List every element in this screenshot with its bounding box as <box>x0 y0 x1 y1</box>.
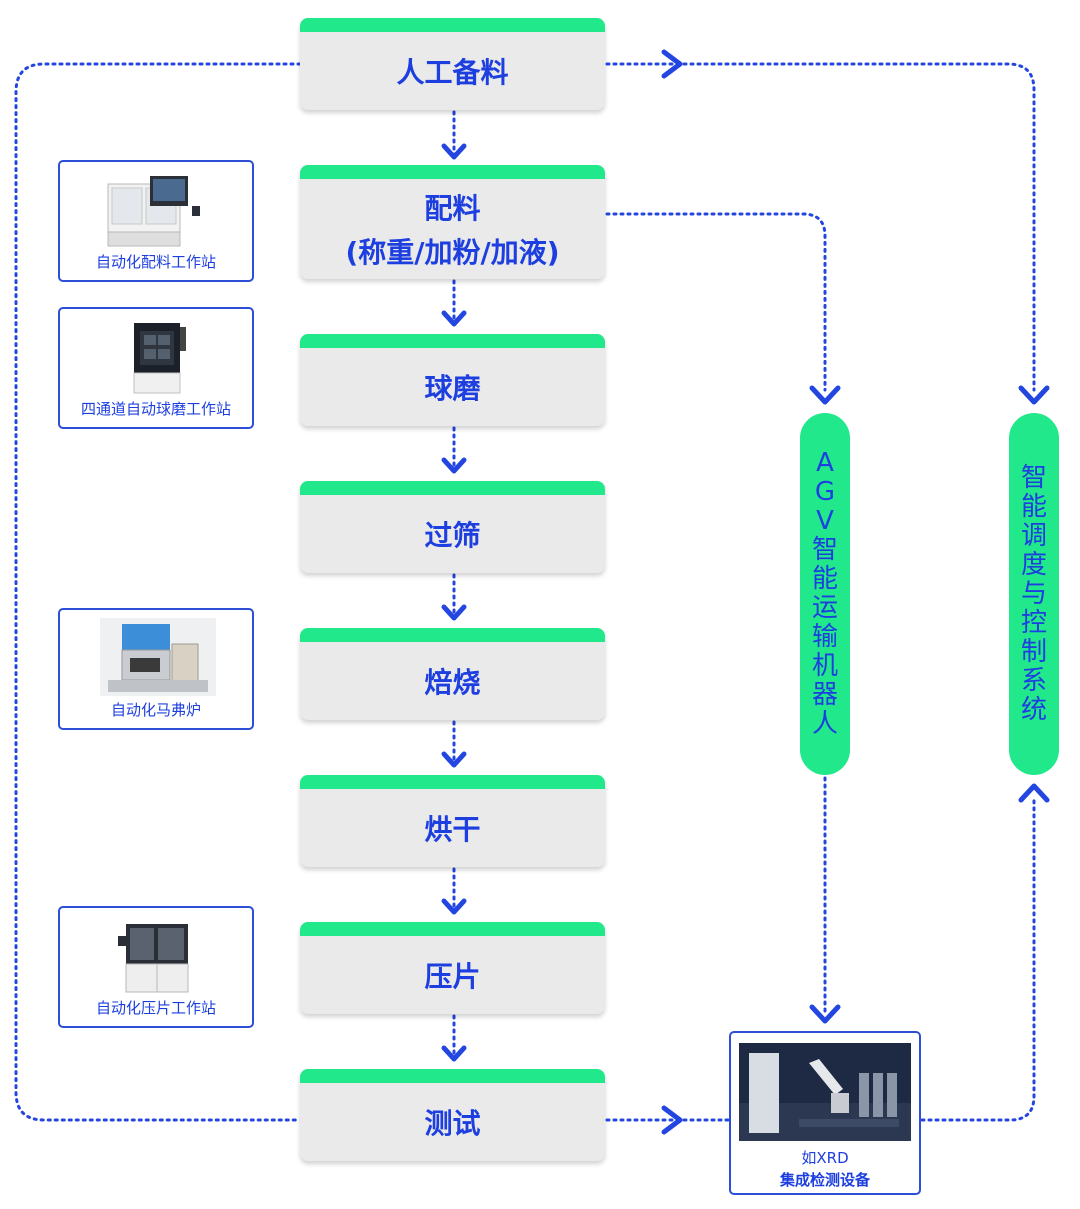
station-batching: 自动化配料工作站 <box>58 160 254 282</box>
control-system-pill: 智 能 调 度 与 控 制 系 统 <box>1009 413 1059 775</box>
step-label: 人工备料 <box>396 56 509 89</box>
control-char: 控 <box>1020 607 1047 638</box>
station-ball-mill: 四通道自动球磨工作站 <box>58 307 254 429</box>
agv-char: 智 <box>811 535 838 565</box>
step-label: 球磨 <box>424 372 481 405</box>
step-label: 焙烧 <box>424 666 481 699</box>
station-muffle-furnace: 自动化马弗炉 <box>58 608 254 730</box>
station-pressing: 自动化压片工作站 <box>58 906 254 1028</box>
step-label: 烘干 <box>424 813 481 846</box>
muffle-furnace-image <box>100 618 216 696</box>
chevron-down-icon <box>1018 385 1050 405</box>
agv-char: 器 <box>811 680 838 710</box>
station-label: 自动化压片工作站 <box>95 999 216 1017</box>
chevron-down-icon <box>441 1045 467 1062</box>
control-char: 系 <box>1020 665 1047 696</box>
chevron-down-icon <box>441 310 467 327</box>
agv-char: A <box>816 448 834 478</box>
control-char: 统 <box>1020 694 1047 725</box>
step-manual-prep: 人工备料 <box>300 18 605 110</box>
agv-char: 人 <box>811 709 838 739</box>
station-label: 自动化配料工作站 <box>95 253 216 271</box>
device-label-example: 如XRD <box>801 1149 849 1167</box>
chevron-down-icon <box>441 143 467 160</box>
step-label: 过筛 <box>424 519 481 552</box>
control-char: 度 <box>1020 549 1047 580</box>
chevron-down-icon <box>441 604 467 621</box>
batching-station-image <box>107 176 200 247</box>
device-to-control-line <box>920 796 1036 1122</box>
ball-mill-station-image <box>133 323 186 394</box>
step-sieving: 过筛 <box>300 481 605 573</box>
top-to-control-line <box>605 62 1036 392</box>
chevron-right-icon <box>661 49 683 79</box>
agv-char: 机 <box>811 651 838 681</box>
pressing-station-image <box>118 924 189 993</box>
chevron-down-icon <box>809 1004 841 1024</box>
step-sublabel: (称重/加粉/加液) <box>345 236 560 269</box>
step-calcination: 焙烧 <box>300 628 605 720</box>
xrd-device-image <box>739 1043 911 1141</box>
agv-char: V <box>816 506 834 536</box>
step-ball-milling: 球磨 <box>300 334 605 426</box>
device-label-title: 集成检测设备 <box>779 1171 870 1189</box>
agv-char: G <box>814 477 836 507</box>
agv-char: 运 <box>811 593 838 623</box>
control-char: 智 <box>1020 462 1047 493</box>
step-pressing: 压片 <box>300 922 605 1014</box>
control-char: 与 <box>1020 578 1047 609</box>
station-label: 自动化马弗炉 <box>110 701 201 719</box>
chevron-down-icon <box>441 898 467 915</box>
agv-robot-pill: A G V 智 能 运 输 机 器 人 <box>800 413 850 775</box>
station-label: 四通道自动球磨工作站 <box>80 400 231 418</box>
detection-device-card: 如XRD 集成检测设备 <box>729 1031 921 1195</box>
control-char: 能 <box>1020 491 1047 522</box>
step-drying: 烘干 <box>300 775 605 867</box>
step-batching: 配料 (称重/加粉/加液) <box>300 165 605 279</box>
agv-char: 输 <box>811 622 838 652</box>
chevron-down-icon <box>809 385 841 405</box>
chevron-down-icon <box>441 457 467 474</box>
step-label: 测试 <box>424 1107 481 1140</box>
chevron-up-icon <box>1018 783 1050 803</box>
left-loop-line <box>14 62 302 1122</box>
chevron-down-icon <box>441 751 467 768</box>
chevron-right-icon <box>661 1105 683 1135</box>
agv-char: 能 <box>811 564 838 594</box>
control-char: 调 <box>1020 520 1047 551</box>
batching-to-agv-line <box>605 212 827 392</box>
step-label: 压片 <box>424 960 481 993</box>
step-testing: 测试 <box>300 1069 605 1161</box>
control-char: 制 <box>1020 636 1047 667</box>
step-label: 配料 <box>424 192 481 225</box>
